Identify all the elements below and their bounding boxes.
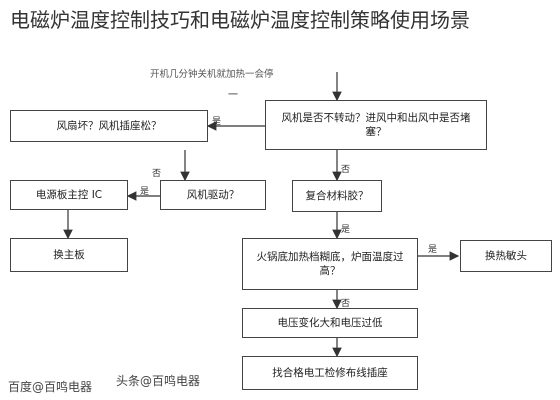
node-replace-head: 换热敏头 <box>460 240 552 272</box>
node-fan-drive: 风机驱动？ <box>160 180 266 210</box>
watermark-left: 百度@百鸣电器 <box>8 380 93 394</box>
node-fan-check: 风机是否不转动？进风中和出风中是否堵塞？ <box>265 100 487 150</box>
node-power-board: 电源板主控 IC <box>10 180 128 210</box>
edge-label-yes-drive: 是 <box>140 187 150 197</box>
edge-label-yes-head: 是 <box>428 245 438 255</box>
start-tag: 一 <box>228 90 238 101</box>
edge-label-no-drive: 否 <box>152 169 162 179</box>
node-voltage-change: 电压变化大和电压过低 <box>242 308 418 338</box>
page-title: 电磁炉温度控制技巧和电磁炉温度控制策略使用场景 <box>10 8 470 32</box>
edge-label-yes-fan: 是 <box>212 117 222 127</box>
edge-label-no-contact: 否 <box>341 299 351 309</box>
node-compound-paste: 复合材料胶？ <box>292 180 382 212</box>
node-replace-board: 换主板 <box>10 238 128 272</box>
header-note: 开机几分钟关机就加热一会停 <box>150 69 274 80</box>
watermark-right: 头条@百鸣电器 <box>116 374 201 388</box>
node-contact-check: 火锅底加热档糊底，炉面温度过高？ <box>242 238 418 290</box>
node-check-wiring: 找合格电工检修布线插座 <box>242 356 418 390</box>
edge-label-yes-compound: 是 <box>341 225 351 235</box>
node-fan-or-plug: 风扇坏？风机插座松？ <box>10 110 208 142</box>
edge-label-no-fan: 否 <box>341 165 351 175</box>
